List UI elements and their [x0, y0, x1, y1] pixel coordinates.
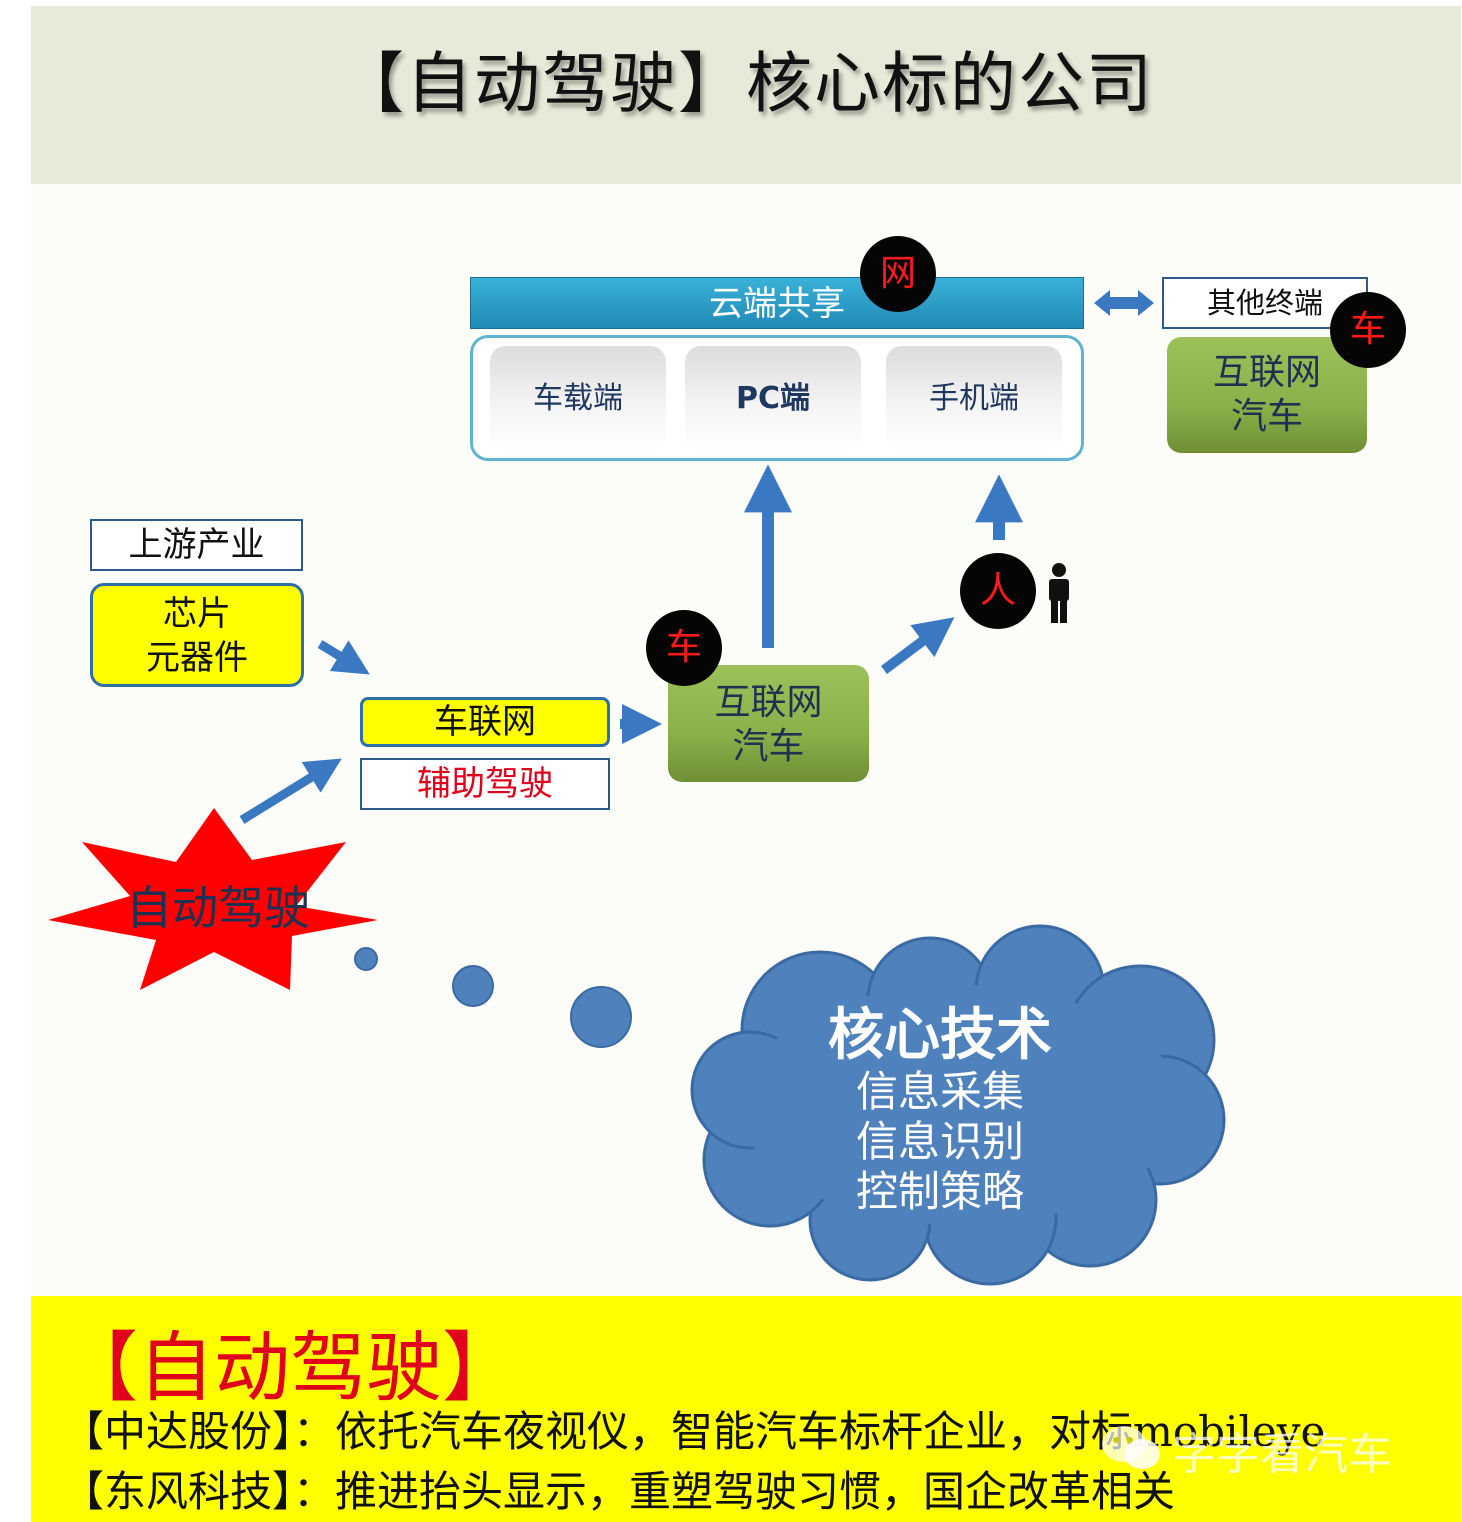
core-tech-cloud-shape: [690, 924, 1226, 1286]
adas-box: 辅助驾驶: [360, 758, 610, 810]
wechat-icon: [1102, 1426, 1160, 1469]
chip-line1: 芯片: [163, 594, 231, 634]
other-terminal-car-line2: 汽车: [1230, 396, 1303, 437]
chip-components-box: 芯片 元器件: [90, 583, 304, 687]
core-tech-item-control: 控制策略: [855, 1167, 1024, 1216]
footer-heading: 【自动驾驶】: [62, 1323, 518, 1412]
separator: ：: [293, 1467, 336, 1516]
autonomous-driving-star-label: 自动驾驶: [126, 881, 310, 935]
arrow-chip-to-iov: [317, 640, 370, 675]
connected-car-box: 互联网 汽车: [668, 665, 869, 782]
separator: ：: [293, 1407, 336, 1456]
badge-person: 人: [960, 553, 1036, 629]
thought-bubble-small: [354, 947, 378, 971]
double-arrow-cloud-terminal: [1094, 290, 1154, 316]
arrow-star-to-adas: [239, 758, 342, 824]
other-terminal-car-line1: 互联网: [1212, 352, 1321, 393]
red-star-shape: [48, 808, 378, 990]
cloud-share-bar: 云端共享: [470, 277, 1084, 329]
arrow-car-to-person: [881, 617, 955, 674]
page-title: 【自动驾驶】核心标的公司: [338, 45, 1154, 122]
company-desc: 推进抬头显示，重塑驾驶习惯，国企改革相关: [335, 1467, 1176, 1516]
device-in-car: 车载端: [490, 346, 666, 452]
upstream-industry-label: 上游产业: [90, 519, 303, 571]
badge-network: 网: [860, 236, 936, 312]
iov-box: 车联网: [360, 697, 610, 747]
person-icon: [1049, 563, 1069, 623]
footer-row-dongfeng: 【东风科技】：推进抬头显示，重塑驾驶习惯，国企改革相关: [62, 1458, 1175, 1519]
connected-car-line2: 汽车: [732, 726, 805, 767]
core-tech-item-recognition: 信息识别: [855, 1117, 1024, 1166]
core-tech-item-collection: 信息采集: [855, 1067, 1024, 1116]
thought-bubble-large: [570, 986, 632, 1048]
connected-car-line1: 互联网: [714, 682, 823, 723]
device-mobile: 手机端: [886, 346, 1062, 452]
chip-line2: 元器件: [146, 638, 248, 678]
other-terminal-car-box: 互联网 汽车: [1167, 337, 1367, 453]
company-name: 【中达股份】: [62, 1407, 294, 1456]
footer-band: [31, 1296, 1461, 1522]
company-name: 【东风科技】: [62, 1467, 294, 1516]
device-pc: PC端: [685, 346, 861, 452]
header-band: [31, 6, 1461, 184]
badge-car: 车: [646, 610, 722, 686]
thought-bubble-medium: [452, 965, 494, 1007]
badge-car-terminal: 车: [1330, 292, 1406, 368]
footer-row-zhongda: 【中达股份】：依托汽车夜视仪，智能汽车标杆企业，对标mobileye: [62, 1398, 1325, 1459]
core-tech-title: 核心技术: [828, 1003, 1052, 1068]
watermark-text: 字字看汽车: [1172, 1429, 1392, 1480]
company-desc: 依托汽车夜视仪，智能汽车标杆企业，对标mobileye: [335, 1407, 1326, 1456]
